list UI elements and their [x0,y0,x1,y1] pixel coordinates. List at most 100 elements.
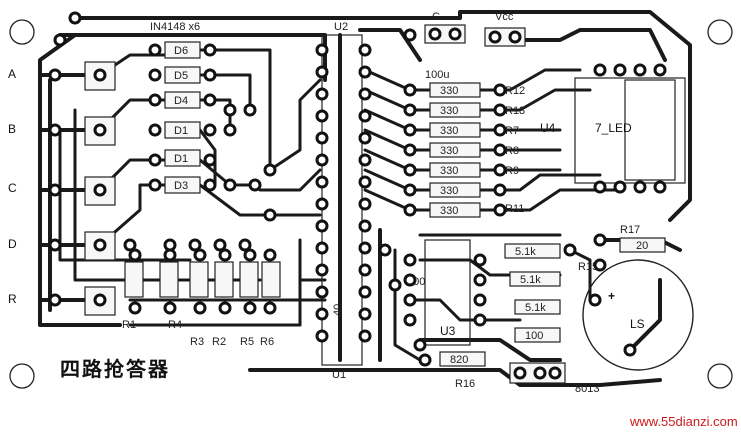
solder-pad [633,63,647,77]
solder-pad [403,183,417,197]
solder-pad [593,180,607,194]
solder-pad [48,183,62,197]
solder-pad [403,293,417,307]
solder-pad [148,93,162,107]
solder-pads [48,11,667,380]
solder-pad [203,93,217,107]
solder-pad [493,103,507,117]
solder-pad [223,103,237,117]
solder-pad [48,68,62,82]
solder-pad [93,123,107,137]
r17-label: R17 [620,224,640,236]
input-label-c: C [8,181,17,195]
solder-pad [203,153,217,167]
solder-pad [358,65,372,79]
input-label-b: B [8,122,16,136]
r15-label: R15 [578,261,598,273]
transistor-label: 8013 [575,383,599,395]
r14-value: 5.1k [525,302,546,314]
bottom-resistors: R1 R4 R3 R2 R5 R6 [122,261,281,348]
diode-d3: D3 [174,180,188,192]
r11-label: R11 [505,203,524,215]
solder-pad [358,87,372,101]
solder-pad [403,273,417,287]
solder-pad [473,313,487,327]
input-label-d: D [8,237,17,251]
diode-d4: D4 [174,95,188,107]
solder-pad [493,123,507,137]
solder-pad [403,313,417,327]
solder-pad [315,263,329,277]
solder-pad [48,293,62,307]
solder-pad [653,63,667,77]
solder-pad [593,258,607,272]
solder-pad [358,153,372,167]
solder-pad [128,248,142,262]
solder-pad [358,307,372,321]
solder-pad [403,83,417,97]
diode-d6: D6 [174,45,188,57]
mounting-hole-bottom-left [9,363,35,389]
r3-label: R3 [190,336,204,348]
solder-pad [248,178,262,192]
solder-pad [473,273,487,287]
u1-label: U1 [332,369,346,381]
solder-pad [263,248,277,262]
solder-pad [428,27,442,41]
solder-pad [315,131,329,145]
solder-pad [613,180,627,194]
r16-label: R16 [455,378,475,390]
solder-pad [123,238,137,252]
right-passives: R17 20 R15 5.1k 5.1k 5.1k 100 [504,224,666,343]
solder-pad [593,63,607,77]
c1-value: 100u [425,69,449,81]
solder-pad [315,87,329,101]
solder-pad [488,30,502,44]
solder-pad [493,183,507,197]
r9-label: R9 [505,165,519,177]
solder-pad [493,83,507,97]
solder-pad [68,11,82,25]
diode-d1-a: D1 [174,125,188,137]
solder-pad [378,243,392,257]
input-labels: A B C D R [8,61,116,316]
solder-pad [493,143,507,157]
u3-label: U3 [440,324,456,338]
power-header: C Vcc 100u [424,11,526,81]
solder-pad [473,253,487,267]
solder-pad [403,203,417,217]
solder-pad [93,68,107,82]
r15-value: 5.1k [520,274,541,286]
solder-pad [315,285,329,299]
mounting-hole-top-right [707,19,733,45]
r330-5: 330 [440,165,458,177]
r7-label: R7 [505,125,519,137]
solder-pad [163,248,177,262]
solder-pad [403,163,417,177]
solder-pad [593,233,607,247]
solder-pad [358,175,372,189]
r330-7: 330 [440,205,458,217]
solder-pad [218,301,232,315]
speaker-ls: + LS [582,259,694,371]
solder-pad [358,197,372,211]
solder-pad [93,238,107,252]
solder-pad [473,293,487,307]
input-label-r: R [8,292,17,306]
r18-value: 5.1k [515,246,536,258]
display-u4: U4 7_LED [540,77,686,184]
solder-pad [243,301,257,315]
solder-pad [623,343,637,357]
solder-pad [203,178,217,192]
mounting-hole-top-left [9,19,35,45]
solder-pad [315,197,329,211]
solder-pad [243,103,257,117]
solder-pad [315,109,329,123]
r1-label: R1 [122,319,136,331]
solder-pad [193,248,207,262]
u1-value: 40 [332,304,344,316]
solder-pad [263,163,277,177]
solder-pad [315,43,329,57]
solder-pad [315,307,329,321]
